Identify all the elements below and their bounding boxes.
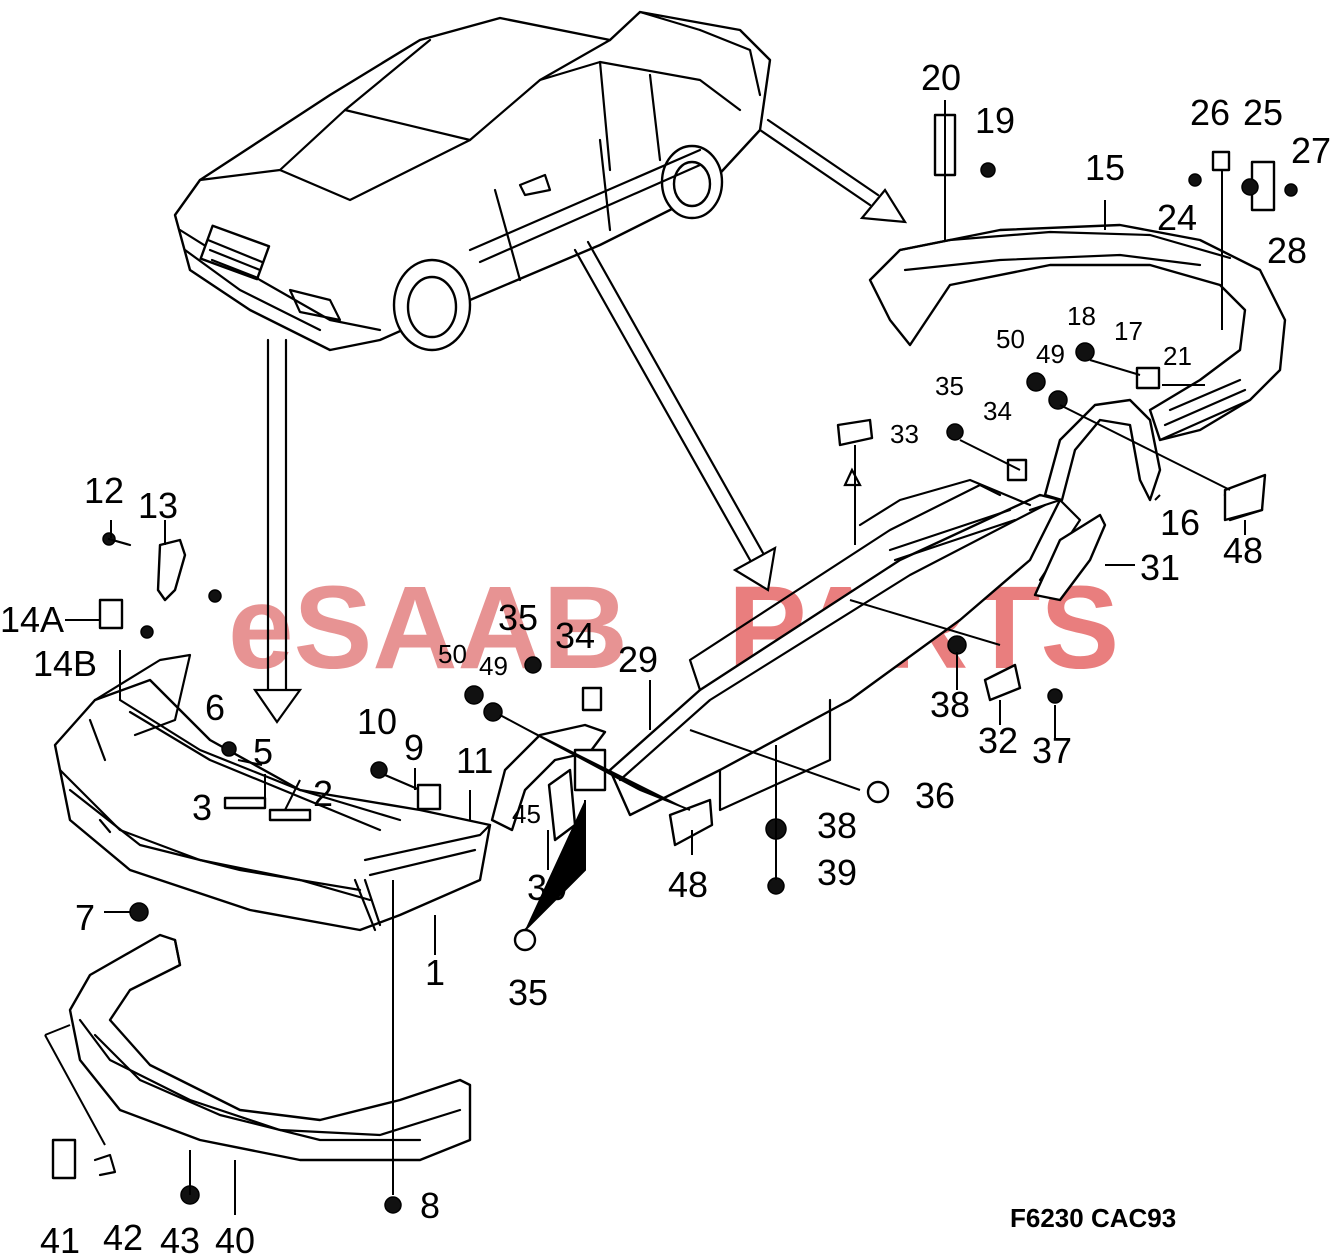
callout-15: 15 — [1085, 147, 1125, 188]
car-illustration — [173, 10, 772, 352]
callout-21: 21 — [1163, 341, 1192, 371]
callout-17: 17 — [1114, 316, 1143, 346]
callout-34-front: 34 — [555, 615, 595, 656]
callout-20: 20 — [921, 57, 961, 98]
callout-labels: 1 2 3 5 6 7 8 9 10 11 12 13 14A 14B 15 1… — [0, 57, 1331, 1255]
callout-24: 24 — [1157, 197, 1197, 238]
callout-38-lower: 38 — [817, 805, 857, 846]
callout-48-front: 48 — [668, 864, 708, 905]
callout-10: 10 — [357, 701, 397, 742]
callout-33: 33 — [890, 419, 919, 449]
watermark-brand-a: eSAAB — [228, 562, 628, 694]
callout-41: 41 — [40, 1220, 80, 1255]
rear-mudflap — [1033, 513, 1107, 602]
callout-30: 30 — [527, 867, 567, 908]
callout-3: 3 — [192, 787, 212, 828]
callout-50-rear: 50 — [996, 324, 1025, 354]
callout-36: 36 — [915, 775, 955, 816]
callout-2: 2 — [313, 773, 333, 814]
callout-32: 32 — [978, 720, 1018, 761]
callout-37: 37 — [1032, 730, 1072, 771]
callout-49-rear: 49 — [1036, 339, 1065, 369]
callout-25: 25 — [1243, 92, 1283, 133]
front-bumper — [53, 653, 492, 932]
callout-34-rear: 34 — [983, 396, 1012, 426]
callout-8: 8 — [420, 1185, 440, 1226]
callout-27: 27 — [1291, 130, 1331, 171]
callout-42: 42 — [103, 1217, 143, 1255]
callout-19: 19 — [975, 100, 1015, 141]
callout-5: 5 — [253, 731, 273, 772]
callout-31: 31 — [1140, 547, 1180, 588]
callout-35-lower: 35 — [508, 972, 548, 1013]
callout-38-rear: 38 — [930, 684, 970, 725]
callout-1: 1 — [425, 952, 445, 993]
callout-40: 40 — [215, 1220, 255, 1255]
callout-28: 28 — [1267, 230, 1307, 271]
front-spoiler — [68, 933, 472, 1162]
callout-13: 13 — [138, 485, 178, 526]
callout-48-rear: 48 — [1223, 530, 1263, 571]
callout-11: 11 — [456, 740, 493, 781]
callout-35-rear: 35 — [935, 371, 964, 401]
callout-43: 43 — [160, 1220, 200, 1255]
callout-9: 9 — [404, 727, 424, 768]
callout-16: 16 — [1160, 502, 1200, 543]
callout-45: 45 — [512, 799, 541, 829]
callout-39: 39 — [817, 852, 857, 893]
callout-49-front: 49 — [479, 651, 508, 681]
callout-26: 26 — [1190, 92, 1230, 133]
callout-29: 29 — [618, 639, 658, 680]
leader-lines — [44, 100, 1246, 1215]
callout-14b: 14B — [33, 643, 97, 684]
pointer-arrows — [252, 118, 908, 724]
callout-14a: 14A — [0, 599, 64, 640]
rear-wheel-arch — [1043, 398, 1162, 502]
figure-code: F6230 CAC93 — [1010, 1203, 1176, 1233]
callout-18: 18 — [1067, 301, 1096, 331]
callout-6: 6 — [205, 687, 225, 728]
callout-35-front: 35 — [498, 597, 538, 638]
callout-12: 12 — [84, 470, 124, 511]
callout-7: 7 — [75, 897, 95, 938]
callout-50-front: 50 — [438, 639, 467, 669]
rear-bumper — [868, 223, 1287, 442]
